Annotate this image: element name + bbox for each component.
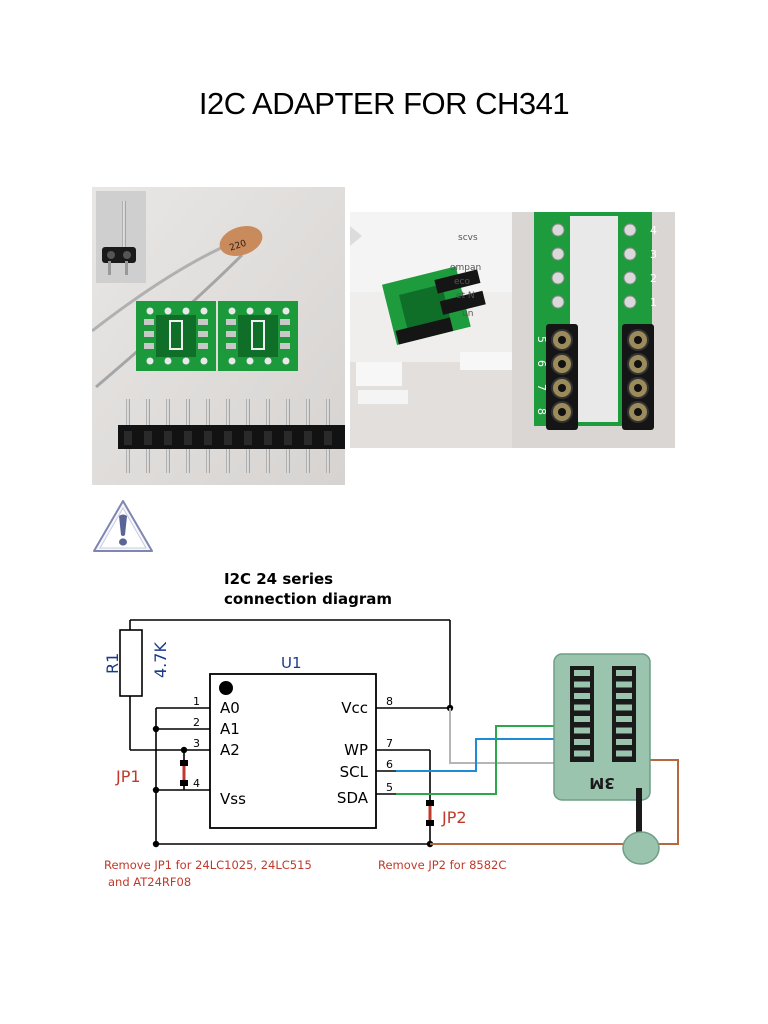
wire-gnd-brown <box>430 759 679 845</box>
jumper-jp2 <box>426 800 434 826</box>
pin-name-vss: Vss <box>220 790 246 808</box>
svg-text:7: 7 <box>535 384 548 391</box>
photo-socket-adapter: 5 6 7 8 4 3 2 1 <box>512 212 675 448</box>
chip-pin1-marker <box>219 681 233 695</box>
photo-assembled-adapter: scvs ompan eco et N un <box>350 212 512 448</box>
svg-text:1: 1 <box>650 296 657 309</box>
pin-number-a0: 1 <box>193 695 200 708</box>
note-jp2: Remove JP2 for 8582C <box>378 858 506 872</box>
svg-text:8: 8 <box>535 408 548 415</box>
svg-text:4: 4 <box>650 224 657 237</box>
pin-number-sda: 5 <box>386 781 393 794</box>
chip-ref-label: U1 <box>281 654 302 672</box>
diagram-caption-line1: I2C 24 series <box>224 570 333 588</box>
chip-u1 <box>209 673 377 829</box>
connection-diagram: I2C 24 series connection diagram <box>96 562 696 902</box>
svg-text:et N: et N <box>456 291 475 301</box>
svg-text:3: 3 <box>650 248 657 261</box>
svg-text:2: 2 <box>650 272 657 285</box>
photo-components: 220 <box>92 187 345 485</box>
wire-vcc-grey <box>449 708 574 764</box>
pin-name-a2: A2 <box>220 741 240 759</box>
pin-number-a1: 2 <box>193 716 200 729</box>
resistor-r1 <box>119 629 143 697</box>
resistor-value-label: 4.7K <box>151 642 170 678</box>
socket-label: 3M <box>589 774 614 792</box>
schematic-wires <box>129 619 451 845</box>
pin-number-a2: 3 <box>193 737 200 750</box>
jumper-jp2-label: JP2 <box>441 808 467 827</box>
svg-text:6: 6 <box>535 360 548 367</box>
svg-text:un: un <box>462 309 473 319</box>
warning-triangle-icon <box>91 498 155 554</box>
pin-name-wp: WP <box>344 741 368 759</box>
page-title: I2C ADAPTER FOR CH341 <box>198 86 570 121</box>
note-jp1-line2: and AT24RF08 <box>108 875 191 889</box>
pin-number-scl: 6 <box>386 758 393 771</box>
svg-text:scvs: scvs <box>458 233 478 243</box>
pin-number-wp: 7 <box>386 737 393 750</box>
wire-sda-green <box>396 725 574 795</box>
svg-text:eco: eco <box>454 277 470 287</box>
test-socket-3m: 3M <box>553 653 660 865</box>
svg-text:5: 5 <box>535 336 548 343</box>
pin-number-vcc: 8 <box>386 695 393 708</box>
pin-number-vss: 4 <box>193 777 200 790</box>
jumper-jp1 <box>180 760 188 786</box>
resistor-ref-label: R1 <box>103 653 122 674</box>
pin-name-sda: SDA <box>337 789 369 807</box>
pin-name-a0: A0 <box>220 699 240 717</box>
svg-text:ompan: ompan <box>450 263 481 273</box>
pin-name-a1: A1 <box>220 720 240 738</box>
pin-name-vcc: Vcc <box>341 699 368 717</box>
pin-name-scl: SCL <box>340 763 369 781</box>
wire-scl-blue <box>396 738 574 772</box>
note-jp1-line1: Remove JP1 for 24LC1025, 24LC515 <box>104 858 312 872</box>
jumper-jp1-label: JP1 <box>115 767 141 786</box>
diagram-caption-line2: connection diagram <box>224 590 392 608</box>
